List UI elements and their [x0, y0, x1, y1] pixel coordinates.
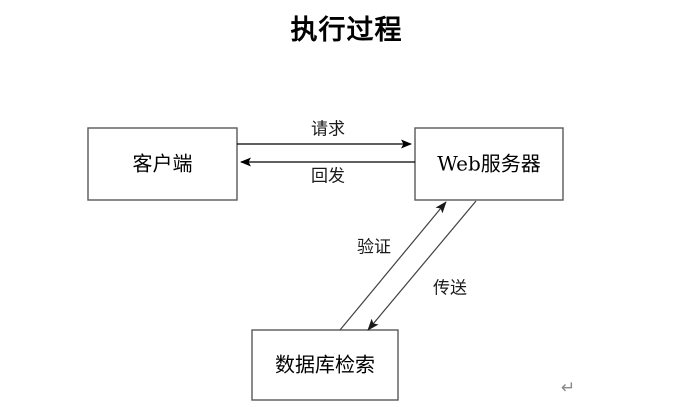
node-database-box — [251, 329, 399, 401]
node-client[interactable]: 客户端 — [87, 127, 238, 201]
paragraph-return-icon: ↵ — [561, 378, 576, 398]
edge-transmit: 传送 — [367, 200, 477, 331]
edge-transmit-label: 传送 — [433, 279, 467, 299]
node-webserver-box — [414, 127, 564, 201]
edge-postback: 回发 — [240, 157, 415, 187]
edge-verify: 验证 — [339, 201, 447, 331]
edge-request-label: 请求 — [311, 120, 345, 140]
node-database[interactable]: 数据库检索 — [251, 329, 399, 401]
page-title: 执行过程 — [290, 15, 403, 46]
node-webserver-label: Web服务器 — [437, 152, 541, 176]
edge-postback-label: 回发 — [311, 167, 345, 187]
node-webserver[interactable]: Web服务器 — [414, 127, 564, 201]
node-client-box — [87, 127, 238, 201]
node-client-label: 客户端 — [133, 152, 193, 176]
node-database-label: 数据库检索 — [275, 353, 375, 377]
edge-verify-line — [339, 201, 447, 331]
edge-verify-label: 验证 — [357, 238, 391, 258]
edge-request: 请求 — [237, 120, 412, 149]
edge-transmit-line — [367, 200, 477, 331]
